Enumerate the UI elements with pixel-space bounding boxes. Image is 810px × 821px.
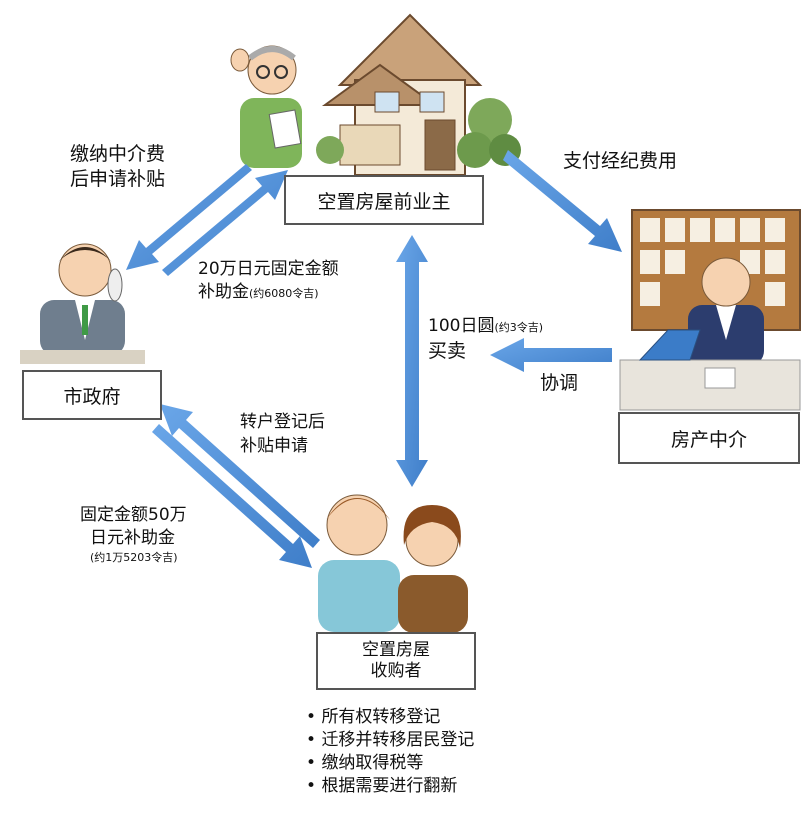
- subsidy20-label-1: 20万日元固定金额: [198, 259, 339, 279]
- requirement-item: 所有权转移登记: [306, 706, 474, 729]
- couple-illustration: [318, 494, 468, 633]
- buyer-node: 空置房屋 收购者: [316, 632, 476, 690]
- buyer-label-line2: 收购者: [370, 661, 422, 681]
- arrow-buyer-to-gov: [160, 404, 320, 548]
- pay-fee-label-2: 后申请补贴: [70, 168, 166, 190]
- buyer-label-line1: 空置房屋: [362, 639, 430, 660]
- owner-person-illustration: [230, 45, 302, 168]
- subsidy50-label-1: 固定金额50万: [80, 505, 187, 525]
- owner-node: 空置房屋前业主: [284, 175, 484, 225]
- arrow-owner-buyer: [396, 235, 428, 487]
- pay-broker-label: 支付经纪费用: [563, 150, 678, 172]
- arrow-owner-to-agency: [503, 150, 622, 252]
- government-node: 市政府: [22, 370, 162, 420]
- requirement-item: 缴纳取得税等: [306, 752, 474, 775]
- arrows: [126, 150, 622, 568]
- subsidy20-main: 补助金: [198, 282, 249, 302]
- arrow-gov-to-buyer: [152, 424, 312, 568]
- house-illustration: [316, 13, 521, 176]
- requirement-item: 迁移并转移居民登记: [306, 729, 474, 752]
- trade-label: 买卖: [428, 340, 467, 362]
- transfer-label-1: 转户登记后: [240, 412, 325, 432]
- requirements-list: 所有权转移登记 迁移并转移居民登记 缴纳取得税等 根据需要进行翻新: [306, 706, 474, 798]
- price-note: (约3令吉): [494, 321, 544, 334]
- price-label: 100日圆(约3令吉): [428, 316, 543, 337]
- subsidy20-label-2: 补助金(约6080令吉): [198, 282, 319, 303]
- officer-person-illustration: [20, 243, 145, 364]
- pay-fee-label-1: 缴纳中介费: [70, 143, 166, 165]
- coordinate-label: 协调: [540, 372, 579, 394]
- subsidy50-note: (约1万5203令吉): [90, 551, 178, 564]
- arrow-agency-to-trade: [490, 338, 612, 372]
- agency-label: 房产中介: [670, 428, 747, 451]
- owner-label: 空置房屋前业主: [317, 190, 451, 213]
- subsidy20-note: (约6080令吉): [249, 287, 319, 300]
- requirement-item: 根据需要进行翻新: [306, 775, 474, 798]
- transfer-label-2: 补贴申请: [240, 436, 308, 456]
- arrow-gov-to-owner: [162, 170, 288, 276]
- agency-node: 房产中介: [618, 412, 800, 464]
- agency-illustration: [619, 209, 801, 411]
- arrow-owner-to-gov: [126, 164, 252, 270]
- price-main: 100日圆: [428, 316, 495, 336]
- government-label: 市政府: [63, 385, 121, 408]
- subsidy50-label-2: 日元补助金: [90, 528, 175, 548]
